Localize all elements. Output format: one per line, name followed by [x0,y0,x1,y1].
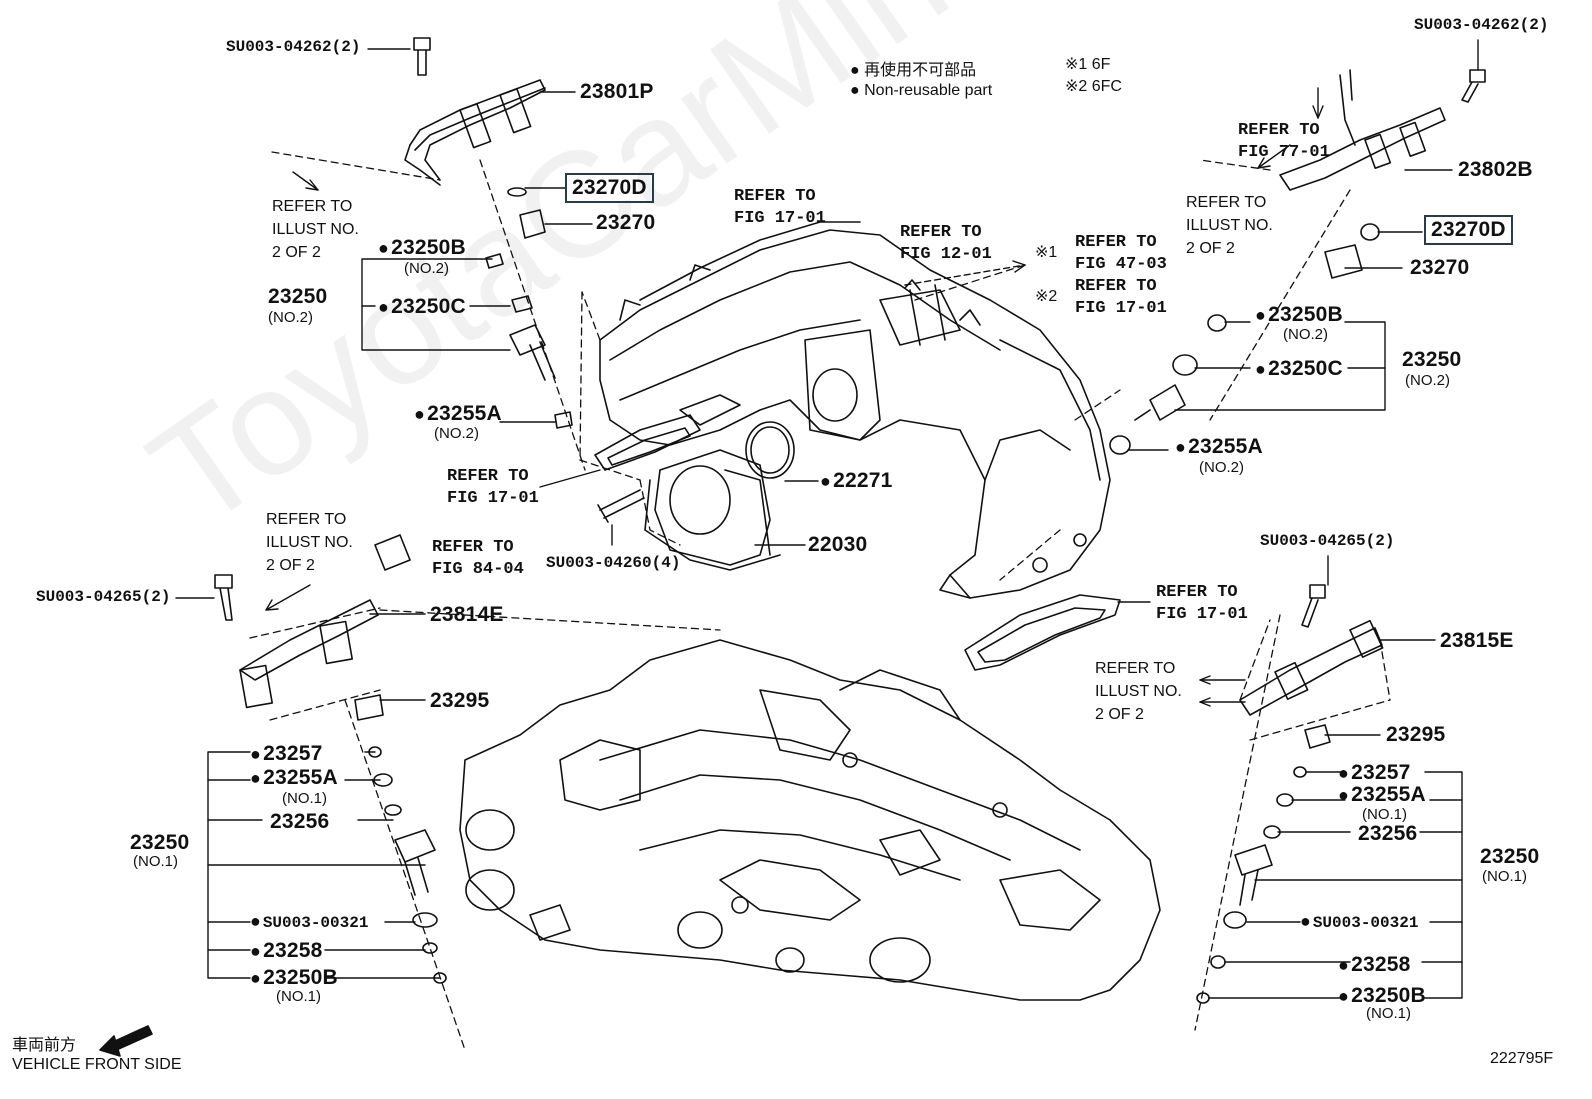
label-23255A-no1-right-sub: (NO.1) [1362,806,1407,823]
label-23270D-left[interactable]: 23270D [565,173,654,203]
throttle-bolt [597,489,645,523]
illust-ref-top-right: REFER TO ILLUST NO. 2 OF 2 [1186,194,1273,257]
label-23255A-no1-left-sub: (NO.1) [282,790,327,807]
label-su003-04265-right[interactable]: SU003-04265(2) [1260,532,1395,550]
intake-manifold-drawing [599,221,1111,599]
legend-en: ● Non-reusable part [850,82,993,99]
bolt-left-mid [214,574,233,621]
label-su003-04262-left[interactable]: SU003-04262(2) [226,38,361,56]
label-23255A-no2-right-sub: (NO.2) [1199,459,1244,476]
label-22271[interactable]: 22271 [820,469,892,493]
label-su003-04265-left[interactable]: SU003-04265(2) [36,588,171,606]
ref-fig-17-01-top[interactable]: REFER TO FIG 17-01 [734,187,826,228]
label-23255A-no2-left-sub: (NO.2) [434,425,479,442]
label-23257-right[interactable]: 23257 [1338,761,1410,785]
ref-mark-1: ※1 [1035,244,1058,261]
vehicle-front-jp: 車両前方 [12,1037,77,1054]
label-23250B-no1-right[interactable]: 23250B [1338,984,1426,1008]
label-23250B-no2-left-sub: (NO.2) [404,260,449,277]
label-23255A-no1-right[interactable]: 23255A [1338,783,1426,807]
ref-fig-17-01-left[interactable]: REFER TO FIG 17-01 [447,467,539,508]
fuel-pipe-23815E-drawing [1239,619,1384,749]
label-23270-right[interactable]: 23270 [1410,256,1470,279]
label-23255A-no1-left[interactable]: 23255A [250,766,338,790]
figure-id: 222795F [1490,1050,1554,1067]
manifold-gasket-upper [679,394,741,426]
label-23814E[interactable]: 23814E [430,603,504,626]
bolt-right-mid [1301,584,1326,628]
legend-note1: ※1 6F [1065,56,1111,73]
fuel-pipe-23814E-drawing [239,534,411,721]
label-23270D-right[interactable]: 23270D [1424,215,1513,245]
label-23801P[interactable]: 23801P [580,80,654,103]
label-23295-left[interactable]: 23295 [430,689,490,712]
illust-ref-top-left: REFER TO ILLUST NO. 2 OF 2 [272,198,359,261]
fuel-pipe-23802B-drawing [1279,69,1446,191]
vehicle-front-en: VEHICLE FRONT SIDE [12,1056,182,1073]
label-23802B[interactable]: 23802B [1458,158,1533,181]
illust-ref-mid-left: REFER TO ILLUST NO. 2 OF 2 [266,511,353,574]
vehicle-front-arrow [99,1025,153,1057]
illust-ref-mid-right: REFER TO ILLUST NO. 2 OF 2 [1095,660,1182,723]
label-23256-right[interactable]: 23256 [1358,822,1418,845]
label-23250C-no2-left[interactable]: 23250C [378,295,466,319]
injector-no2-left [485,187,573,429]
label-22030[interactable]: 22030 [808,533,868,556]
label-su003-04260[interactable]: SU003-04260(4) [546,554,681,572]
label-23250-no1-left[interactable]: 23250 [130,831,190,854]
label-23295-right[interactable]: 23295 [1386,723,1446,746]
engine-block-drawing [459,639,1161,1001]
ref-fig-77-01[interactable]: REFER TO FIG 77-01 [1238,121,1330,162]
label-23250B-no1-right-sub: (NO.1) [1366,1005,1411,1022]
leader-lines [175,39,1479,999]
ref-fig-17-01-right[interactable]: REFER TO FIG 17-01 [1156,583,1248,624]
label-23250B-no1-left[interactable]: 23250B [250,966,338,990]
label-23250-no2-left-sub: (NO.2) [268,309,313,326]
label-23250-no2-left[interactable]: 23250 [268,285,328,308]
label-23270-left[interactable]: 23270 [596,211,656,234]
label-23258-right[interactable]: 23258 [1338,953,1410,977]
label-23250C-no2-right[interactable]: 23250C [1255,357,1343,381]
label-23257-left[interactable]: 23257 [250,742,322,766]
label-23250B-no2-left[interactable]: 23250B [378,236,466,260]
label-23815E[interactable]: 23815E [1440,629,1514,652]
legend-note2: ※2 6FC [1065,78,1122,95]
label-su003-00321-right[interactable]: SU003-00321 [1300,913,1419,933]
bolt-right-top [1461,69,1486,103]
manifold-gasket-left [594,414,701,471]
ref-mark-2: ※2 [1035,288,1058,305]
label-23250-no1-right[interactable]: 23250 [1480,845,1540,868]
label-23256-left[interactable]: 23256 [270,810,330,833]
ref-fig-47-03[interactable]: REFER TO FIG 47-03 [1075,233,1167,274]
label-23255A-no2-left[interactable]: 23255A [414,402,502,426]
throttle-body-drawing [644,421,795,571]
ref-fig-12-01[interactable]: REFER TO FIG 12-01 [900,223,992,264]
label-23250-no1-left-sub: (NO.1) [133,853,178,870]
fuel-pipe-23801P-drawing [404,79,546,186]
label-23258-left[interactable]: 23258 [250,939,322,963]
label-23255A-no2-right[interactable]: 23255A [1175,435,1263,459]
bolt-left-top [413,37,431,76]
label-23250B-no2-right[interactable]: 23250B [1255,303,1343,327]
label-23250-no2-right[interactable]: 23250 [1402,348,1462,371]
label-23250B-no1-left-sub: (NO.1) [276,988,321,1005]
label-23250B-no2-right-sub: (NO.2) [1283,326,1328,343]
injector-no1-left [368,746,447,984]
label-23250-no2-right-sub: (NO.2) [1405,372,1450,389]
manifold-gasket-right [964,594,1121,671]
ref-fig-84-04[interactable]: REFER TO FIG 84-04 [432,538,524,579]
label-23250-no1-right-sub: (NO.1) [1482,868,1527,885]
injector-no1-right [1196,766,1307,1004]
legend-jp: ● 再使用不可部品 [850,62,977,79]
reference-arrows [265,87,1324,707]
label-su003-04262-right[interactable]: SU003-04262(2) [1414,16,1549,34]
ref-fig-17-01-mark2[interactable]: REFER TO FIG 17-01 [1075,277,1167,318]
label-su003-00321-left[interactable]: SU003-00321 [250,913,369,933]
